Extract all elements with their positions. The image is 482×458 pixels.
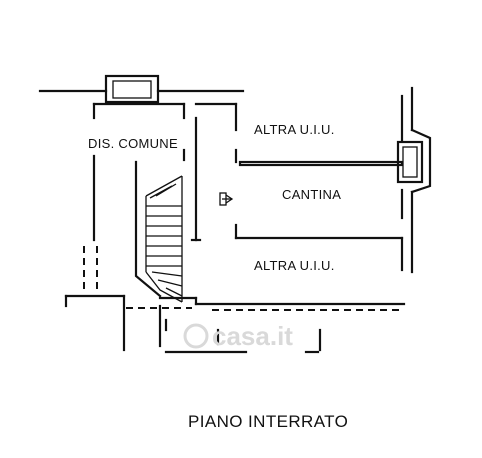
- room-label-common-corridor: DIS. COMUNE: [88, 136, 178, 151]
- top-shaft: [104, 74, 160, 104]
- room-label-other-unit-top: ALTRA U.I.U.: [254, 122, 335, 137]
- corridor-walls: [83, 116, 202, 294]
- room-label-other-unit-bottom: ALTRA U.I.U.: [254, 258, 335, 273]
- partition-walls: [234, 86, 432, 274]
- bottom-walls: [64, 294, 406, 354]
- staircase: [134, 160, 183, 303]
- room-label-cellar: CANTINA: [282, 187, 341, 202]
- watermark: casa.it: [183, 321, 293, 351]
- floor-title: PIANO INTERRATO: [188, 412, 348, 431]
- side-shaft: [396, 140, 424, 184]
- door-symbol: [219, 192, 234, 206]
- top-wall: [38, 89, 245, 132]
- watermark-text: casa.it: [212, 321, 293, 351]
